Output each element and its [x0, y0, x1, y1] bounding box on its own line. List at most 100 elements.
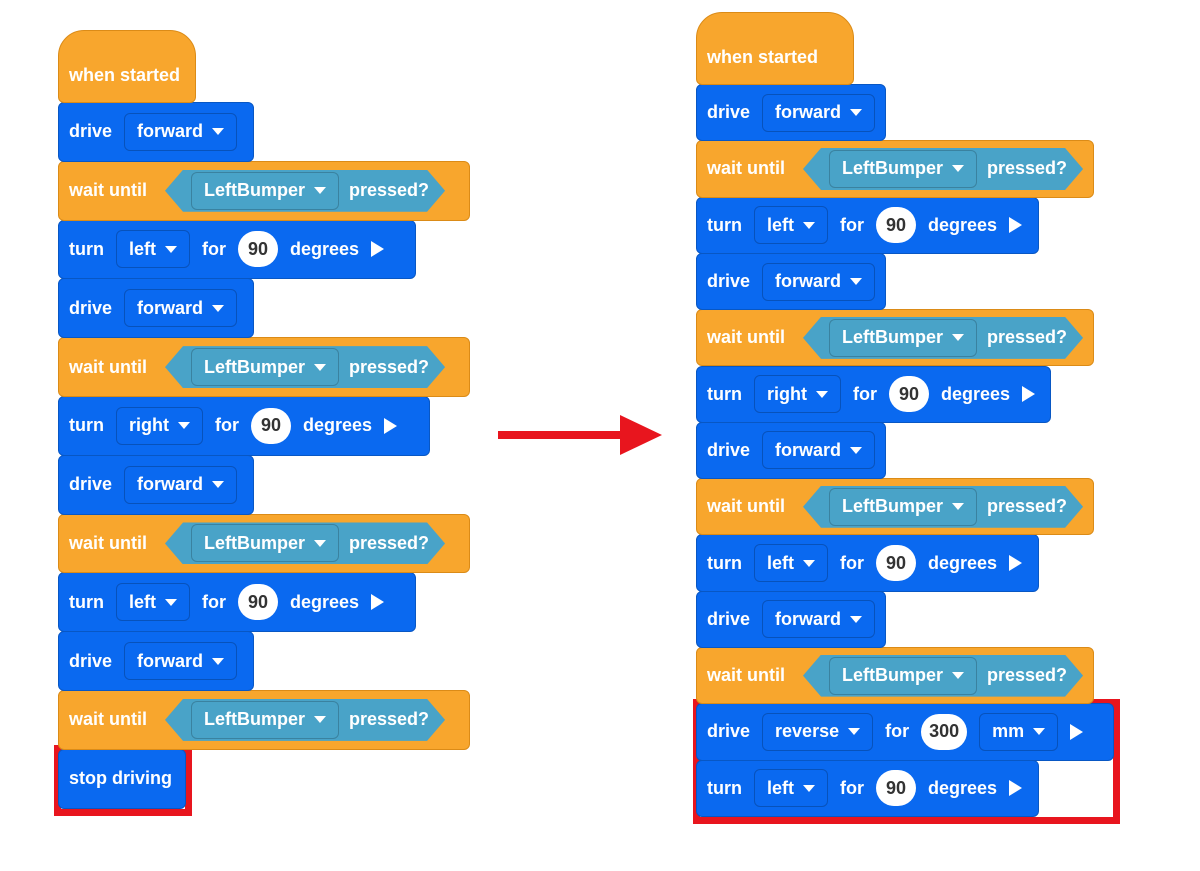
block-drive[interactable]: drive forward: [58, 102, 254, 162]
dropdown-forward[interactable]: forward: [124, 112, 238, 151]
caret-down-icon: [165, 598, 177, 606]
play-icon[interactable]: [371, 594, 385, 611]
dropdown-leftbumper[interactable]: LeftBumper: [829, 488, 977, 526]
dropdown-mm[interactable]: mm: [979, 712, 1059, 751]
number-input[interactable]: 90: [876, 207, 916, 244]
caret-down-icon: [212, 481, 225, 489]
dropdown-value: left: [129, 238, 156, 259]
dropdown-leftbumper[interactable]: LeftBumper: [191, 348, 339, 386]
dropdown-left[interactable]: left: [754, 544, 828, 583]
play-icon[interactable]: [1009, 780, 1023, 797]
dropdown-forward[interactable]: forward: [762, 431, 876, 470]
play-icon[interactable]: [1009, 555, 1023, 572]
play-icon[interactable]: [1009, 217, 1023, 234]
dropdown-forward[interactable]: forward: [762, 262, 876, 301]
block-label: turn: [69, 591, 104, 612]
play-icon[interactable]: [384, 417, 398, 434]
dropdown-forward[interactable]: forward: [124, 289, 238, 328]
block-label: for: [840, 214, 864, 235]
dropdown-value: right: [129, 415, 169, 436]
dropdown-reverse[interactable]: reverse: [762, 712, 874, 751]
caret-down-icon: [212, 128, 225, 136]
dropdown-leftbumper[interactable]: LeftBumper: [191, 172, 339, 210]
number-input[interactable]: 90: [238, 584, 278, 621]
dropdown-forward[interactable]: forward: [124, 465, 238, 504]
dropdown-forward[interactable]: forward: [762, 93, 876, 132]
block-label: for: [202, 238, 226, 259]
block-label: drive: [69, 121, 113, 142]
caret-down-icon: [850, 109, 863, 117]
dropdown-value: LeftBumper: [204, 709, 306, 730]
dropdown-left[interactable]: left: [116, 583, 190, 622]
dropdown-forward[interactable]: forward: [762, 600, 876, 639]
dropdown-leftbumper[interactable]: LeftBumper: [829, 150, 977, 188]
dropdown-right[interactable]: right: [116, 406, 203, 445]
block-hat[interactable]: when started: [696, 12, 854, 85]
number-input[interactable]: 90: [251, 407, 291, 444]
dropdown-value: forward: [775, 439, 842, 460]
dropdown-leftbumper[interactable]: LeftBumper: [829, 657, 977, 695]
block-label: turn: [707, 777, 742, 798]
dropdown-leftbumper[interactable]: LeftBumper: [191, 524, 339, 562]
dropdown-forward[interactable]: forward: [124, 642, 238, 681]
arrow-shaft: [498, 431, 624, 439]
caret-down-icon: [803, 559, 815, 567]
dropdown-value: LeftBumper: [204, 356, 306, 377]
number-input[interactable]: 90: [238, 231, 278, 268]
play-icon[interactable]: [371, 241, 385, 258]
play-icon[interactable]: [1022, 386, 1036, 403]
dropdown-value: left: [767, 552, 794, 573]
dropdown-left[interactable]: left: [754, 769, 828, 808]
dropdown-leftbumper[interactable]: LeftBumper: [191, 701, 339, 739]
number-input[interactable]: 300: [921, 713, 968, 750]
block-label: degrees: [928, 214, 998, 235]
dropdown-left[interactable]: left: [116, 230, 190, 269]
block-label: turn: [69, 238, 104, 259]
number-input[interactable]: 90: [876, 545, 916, 582]
dropdown-left[interactable]: left: [754, 206, 828, 245]
caret-down-icon: [314, 364, 326, 371]
block-label: degrees: [290, 591, 360, 612]
play-icon[interactable]: [1070, 723, 1084, 740]
number-input[interactable]: 90: [889, 376, 929, 413]
dropdown-value: LeftBumper: [842, 665, 944, 686]
number-input[interactable]: 90: [876, 770, 916, 807]
block-stop[interactable]: stop driving: [58, 748, 186, 809]
dropdown-leftbumper[interactable]: LeftBumper: [829, 319, 977, 357]
block-hat[interactable]: when started: [58, 30, 196, 103]
dropdown-right[interactable]: right: [754, 375, 841, 414]
dropdown-value: forward: [137, 650, 204, 671]
block-label: wait until: [707, 496, 785, 517]
